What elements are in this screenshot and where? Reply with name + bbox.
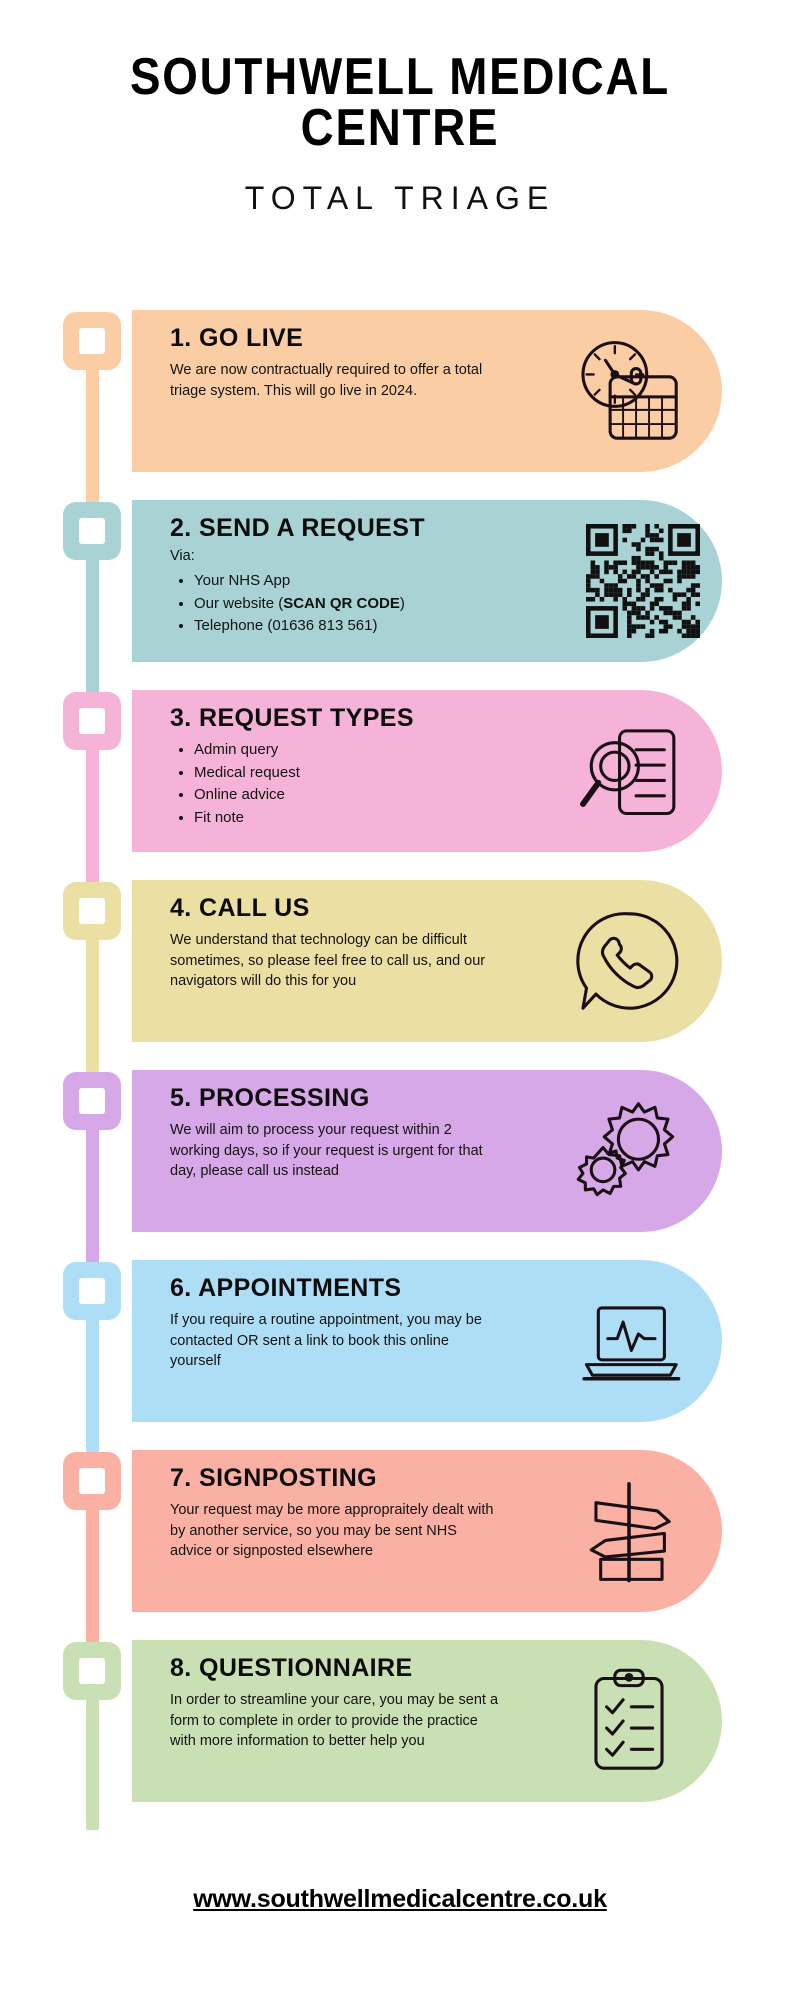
- step-title: 4. CALL US: [170, 894, 310, 922]
- step-title: 7. SIGNPOSTING: [170, 1464, 378, 1492]
- timeline-rail: [86, 530, 99, 720]
- step-marker-square: [79, 708, 105, 734]
- step-body: Via:: [170, 548, 195, 564]
- step-marker-square: [79, 1088, 105, 1114]
- timeline-rail: [86, 1670, 99, 1830]
- page-title-line1: SOUTHWELL MEDICAL: [129, 48, 671, 106]
- step-marker: [63, 1642, 121, 1700]
- bullet-text-post: ): [399, 594, 405, 612]
- step-bullet-list: Admin queryMedical requestOnline adviceF…: [170, 739, 722, 829]
- step-bullet: Fit note: [194, 807, 722, 830]
- step-title: 8. QUESTIONNAIRE: [170, 1654, 413, 1682]
- bullet-text: Your NHS App: [194, 572, 291, 589]
- bullet-text: Medical request: [194, 763, 300, 781]
- step-row: 2. SEND A REQUEST Via: Your NHS AppOur web…: [0, 490, 800, 720]
- step-marker: [63, 1262, 121, 1320]
- step-marker: [63, 692, 121, 750]
- bullet-emphasis: SCAN QR CODE: [283, 594, 400, 612]
- step-card[interactable]: 4. CALL US We understand that technology …: [132, 880, 722, 1042]
- step-marker-square: [79, 1658, 105, 1684]
- step-body: We will aim to process your request with…: [170, 1122, 483, 1180]
- step-marker-square: [79, 328, 105, 354]
- website-link[interactable]: www.southwellmedicalcentre.co.uk: [193, 1885, 607, 1913]
- step-bullet: Your NHS App: [194, 570, 722, 593]
- bullet-text: Fit note: [194, 808, 245, 826]
- step-title: 6. APPOINTMENTS: [170, 1274, 402, 1302]
- step-bullet-list: Your NHS AppOur website (SCAN QR CODE)Te…: [170, 570, 722, 638]
- step-bullet: Our website (SCAN QR CODE): [194, 593, 722, 616]
- step-title: 5. PROCESSING: [170, 1084, 370, 1112]
- footer: www.southwellmedicalcentre.co.uk: [0, 1885, 800, 1914]
- step-marker: [63, 312, 121, 370]
- page-subtitle: TOTAL TRIAGE: [244, 179, 556, 216]
- step-marker-square: [79, 1278, 105, 1304]
- bullet-text: Online advice: [194, 786, 285, 803]
- step-marker: [63, 502, 121, 560]
- page-title: SOUTHWELL MEDICAL CENTRE: [110, 48, 691, 157]
- timeline-rail: [86, 340, 99, 530]
- step-row: 5. PROCESSING We will aim to process your…: [0, 1060, 800, 1290]
- timeline-rail: [86, 1290, 99, 1480]
- step-body: If you require a routine appointment, yo…: [170, 1312, 482, 1370]
- step-marker-square: [79, 898, 105, 924]
- step-row: 4. CALL US We understand that technology …: [0, 870, 800, 1100]
- step-title: 1. GO LIVE: [170, 324, 304, 352]
- step-marker: [63, 1452, 121, 1510]
- step-row: 8. QUESTIONNAIRE In order to streamline y…: [0, 1630, 800, 1830]
- step-marker: [63, 882, 121, 940]
- step-card[interactable]: 3. REQUEST TYPES Admin queryMedical reque…: [132, 690, 722, 852]
- step-marker: [63, 1072, 121, 1130]
- step-card[interactable]: 8. QUESTIONNAIRE In order to streamline y…: [132, 1640, 722, 1802]
- step-body: We are now contractually required to off…: [170, 362, 483, 399]
- step-title: 2. SEND A REQUEST: [170, 514, 425, 542]
- step-marker-square: [79, 518, 105, 544]
- page-title-line2: CENTRE: [300, 98, 500, 157]
- timeline-rail: [86, 720, 99, 910]
- step-body: We understand that technology can be dif…: [170, 932, 486, 990]
- bullet-text: Telephone (01636 813 561): [194, 617, 378, 634]
- step-bullet: Medical request: [194, 762, 722, 785]
- timeline-rail: [86, 1100, 99, 1290]
- steps-timeline: 1. GO LIVE We are now contractually requi…: [0, 300, 800, 1830]
- step-marker-square: [79, 1468, 105, 1494]
- step-card[interactable]: 7. SIGNPOSTING Your request may be more a…: [132, 1450, 722, 1612]
- step-card[interactable]: 1. GO LIVE We are now contractually requi…: [132, 310, 722, 472]
- step-bullet: Telephone (01636 813 561): [194, 615, 722, 638]
- step-row: 3. REQUEST TYPES Admin queryMedical reque…: [0, 680, 800, 910]
- step-row: 7. SIGNPOSTING Your request may be more a…: [0, 1440, 800, 1670]
- step-body: In order to streamline your care, you ma…: [170, 1692, 499, 1750]
- step-row: 6. APPOINTMENTS If you require a routine …: [0, 1250, 800, 1480]
- bullet-text: Admin query: [194, 741, 279, 758]
- step-card[interactable]: 6. APPOINTMENTS If you require a routine …: [132, 1260, 722, 1422]
- timeline-rail: [86, 1480, 99, 1670]
- step-bullet: Admin query: [194, 739, 722, 762]
- step-bullet: Online advice: [194, 784, 722, 807]
- header: SOUTHWELL MEDICAL CENTRE TOTAL TRIAGE: [0, 0, 800, 217]
- bullet-text: Our website (: [194, 594, 284, 612]
- qr-code-icon[interactable]: [586, 524, 700, 638]
- step-body: Your request may be more appropraitely d…: [170, 1502, 494, 1560]
- step-title: 3. REQUEST TYPES: [170, 704, 414, 732]
- step-card[interactable]: 5. PROCESSING We will aim to process your…: [132, 1070, 722, 1232]
- step-card[interactable]: 2. SEND A REQUEST Via: Your NHS AppOur web…: [132, 500, 722, 662]
- step-row: 1. GO LIVE We are now contractually requi…: [0, 300, 800, 530]
- timeline-rail: [86, 910, 99, 1100]
